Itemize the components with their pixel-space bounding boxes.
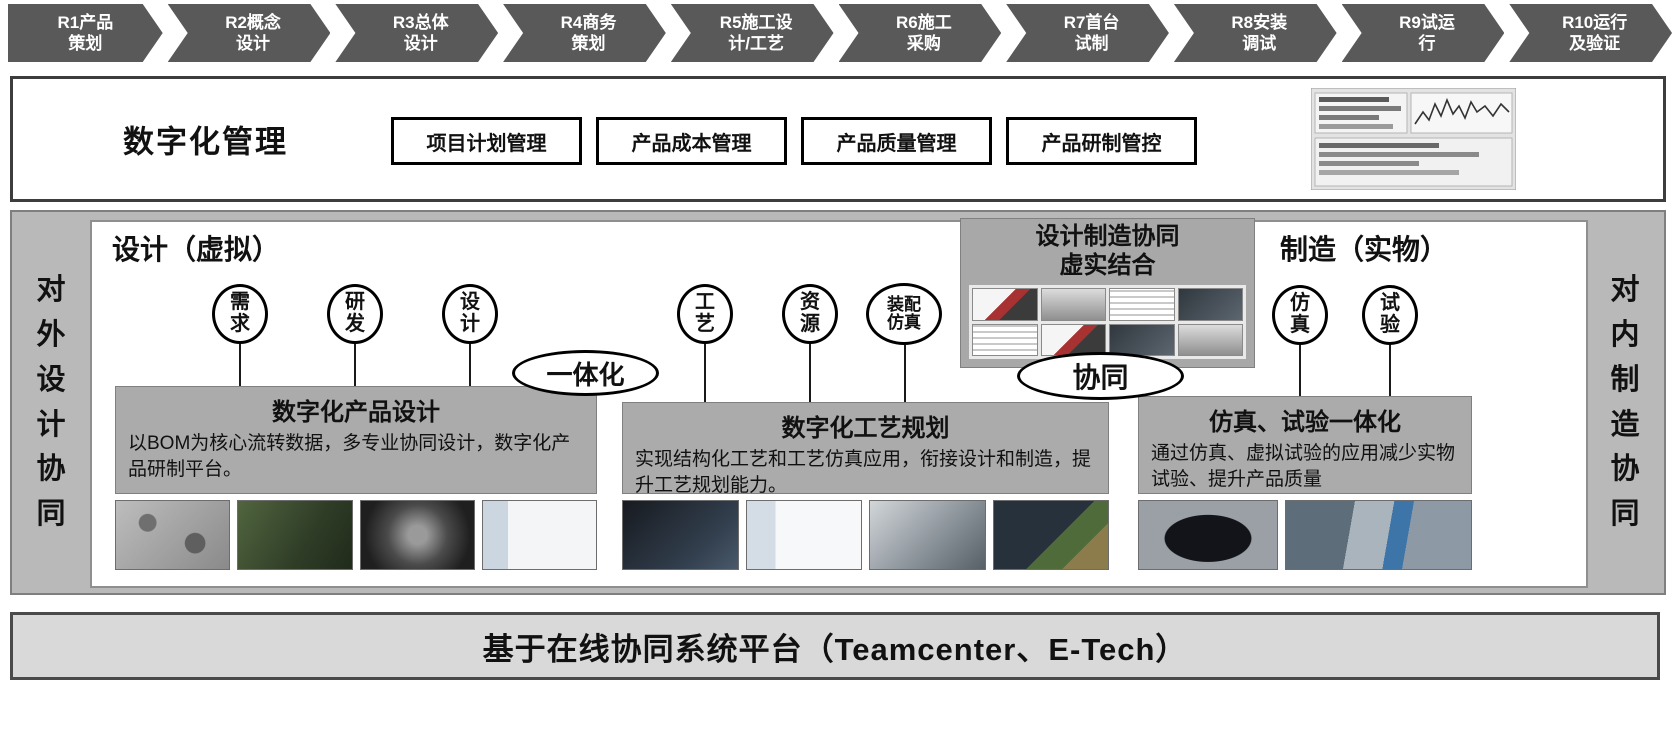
box-digital-process-planning: 数字化工艺规划 实现结构化工艺和工艺仿真应用，衔接设计和制造，提升工艺规划能力。	[622, 402, 1109, 496]
thumbnail-image	[622, 500, 739, 570]
connector-line	[904, 343, 906, 402]
connector-line	[704, 342, 706, 402]
design-virtual-heading: 设计（虚拟）	[112, 234, 281, 265]
stage-chevron-r5: R5施工设 计/工艺	[671, 4, 834, 62]
bubble-assembly-simulation: 装配 仿真	[866, 283, 942, 345]
collab-box-title: 设计制造协同 虚实结合	[1035, 223, 1180, 279]
thumbnail-image	[992, 500, 1109, 570]
internal-manufacturing-collab-label: 对 内 制 造 协 同	[1610, 273, 1640, 531]
stage-chevron-r10: R10运行 及验证	[1509, 4, 1672, 62]
bubble-design: 设 计	[442, 284, 498, 344]
integration-oval: 一体化	[512, 350, 659, 396]
simulation-thumbnails	[1138, 500, 1472, 570]
thumbnail-image	[237, 500, 353, 570]
bubble-process: 工 艺	[677, 284, 733, 344]
collaboration-section: 对 外 设 计 协 同 对 内 制 造 协 同 设计（虚拟） 制造（实物） 需 …	[10, 210, 1666, 595]
box-body: 以BOM为核心流转数据，多专业协同设计，数字化产品研制平台。	[128, 433, 571, 480]
box-body: 实现结构化工艺和工艺仿真应用，衔接设计和制造，提升工艺规划能力。	[635, 449, 1092, 496]
thumbnail-image	[1177, 288, 1243, 321]
connector-line	[809, 342, 811, 402]
box-body: 通过仿真、虚拟试验的应用减少实物试验、提升产品质量	[1151, 443, 1456, 490]
connector-line	[1389, 344, 1391, 396]
thumbnail-image	[1109, 288, 1175, 321]
thumbnail-image	[1040, 288, 1106, 321]
thumbnail-image	[972, 323, 1038, 356]
bubble-resource: 资 源	[782, 284, 838, 344]
stage-chevron-r2: R2概念 设计	[168, 4, 331, 62]
design-thumbnails	[115, 500, 597, 570]
thumbnail-image	[1285, 500, 1472, 570]
stage-chevron-r9: R9试运 行	[1342, 4, 1505, 62]
thumbnail-image	[115, 500, 231, 570]
dashboard-screenshot	[1311, 88, 1516, 190]
bubble-rnd: 研 发	[327, 284, 383, 344]
stage-chevron-r6: R6施工 采购	[839, 4, 1002, 62]
stage-chevron-r3: R3总体 设计	[335, 4, 498, 62]
bubble-simulation: 仿 真	[1272, 285, 1328, 345]
thumbnail-image	[745, 500, 862, 570]
button-project-plan-management: 项目计划管理	[391, 117, 582, 165]
thumbnail-image	[481, 500, 597, 570]
thumbnail-image	[1177, 323, 1243, 356]
stage-chevron-r1: R1产品 策划	[8, 4, 163, 62]
thumbnail-image	[972, 288, 1038, 321]
thumbnail-image	[1138, 500, 1278, 570]
digital-management-band: 数字化管理 项目计划管理 产品成本管理 产品质量管理 产品研制管控	[10, 76, 1666, 202]
connector-line	[469, 342, 471, 386]
thumbnail-image	[1109, 323, 1175, 356]
external-design-collab-label: 对 外 设 计 协 同	[36, 273, 66, 531]
collaboration-oval: 协同	[1017, 352, 1184, 400]
process-stage-band: R1产品 策划 R2概念 设计 R3总体 设计 R4商务 策划 R5施工设 计/…	[8, 4, 1672, 62]
connector-line	[354, 342, 356, 386]
stage-chevron-r8: R8安装 调试	[1174, 4, 1337, 62]
thumbnail-image	[869, 500, 986, 570]
manufacture-physical-heading: 制造（实物）	[1280, 234, 1449, 265]
button-product-dev-control: 产品研制管控	[1006, 117, 1197, 165]
thumbnail-image	[359, 500, 475, 570]
box-title: 数字化产品设计	[272, 399, 440, 426]
design-manufacture-collab-box: 设计制造协同 虚实结合	[960, 218, 1255, 368]
bubble-test: 试 验	[1362, 285, 1418, 345]
button-product-quality-management: 产品质量管理	[801, 117, 992, 165]
bubble-requirement: 需 求	[212, 284, 268, 344]
process-thumbnails	[622, 500, 1109, 570]
box-title: 数字化工艺规划	[781, 415, 950, 442]
connector-line	[239, 342, 241, 386]
box-simulation-test-integration: 仿真、试验一体化 通过仿真、虚拟试验的应用减少实物试验、提升产品质量	[1138, 396, 1472, 494]
box-title: 仿真、试验一体化	[1209, 409, 1401, 436]
connector-line	[1299, 344, 1301, 396]
box-digital-product-design: 数字化产品设计 以BOM为核心流转数据，多专业协同设计，数字化产品研制平台。	[115, 386, 597, 494]
collab-screenshot-montage	[969, 285, 1246, 359]
stage-chevron-r4: R4商务 策划	[503, 4, 666, 62]
thumbnail-image	[1040, 323, 1106, 356]
digital-management-title: 数字化管理	[123, 124, 288, 160]
button-product-cost-management: 产品成本管理	[596, 117, 787, 165]
platform-footer: 基于在线协同系统平台（Teamcenter、E-Tech）	[10, 612, 1660, 680]
stage-chevron-r7: R7首台 试制	[1006, 4, 1169, 62]
